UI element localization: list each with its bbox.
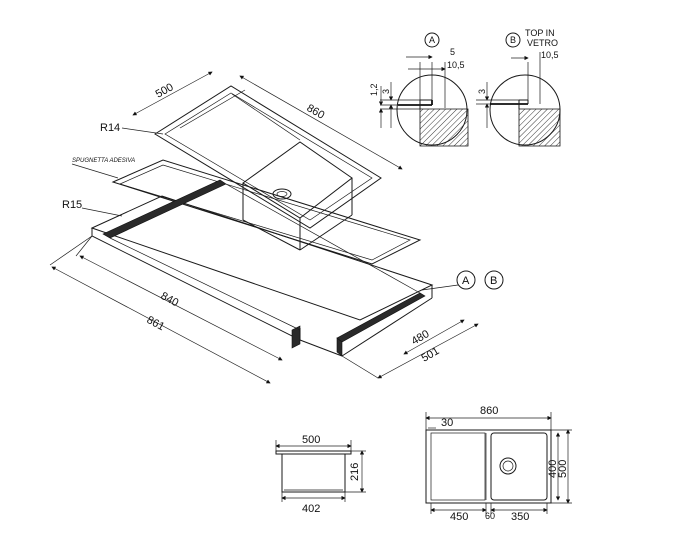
adhesive-label: SPUGNETTA ADESIVA [72, 158, 135, 164]
sink-top-plate [154, 85, 382, 229]
detail-a-dim-1-2: 1,2 [369, 83, 379, 96]
iso-sink-view: 500 860 R14 SPUGNETTA ADESIVA R15 840 86… [49, 71, 504, 384]
plan-dim-400: 400 [547, 460, 559, 478]
detail-a-dim-3: 3 [381, 89, 391, 94]
plan-dim-450: 450 [450, 511, 468, 523]
dim-top-width: 500 [154, 81, 176, 100]
plan-view: 860 30 400 500 450 60 350 [425, 405, 572, 523]
detail-b-dim-3: 3 [477, 89, 487, 94]
sink-bowl [242, 141, 353, 219]
front-sink-top [275, 450, 352, 455]
plan-outline [425, 429, 552, 504]
plan-dim-350: 350 [511, 511, 529, 523]
front-view: 500 216 402 [275, 434, 366, 515]
detail-b-label: B [510, 35, 516, 45]
callout-a: A [462, 275, 470, 287]
dim-cutout-depth: 480 [410, 328, 432, 348]
front-dim-width: 500 [302, 434, 320, 446]
worktop-cutout [90, 195, 434, 321]
radius-cutout-label: R15 [62, 199, 82, 211]
front-dim-depth: 216 [349, 463, 361, 481]
dim-counter-length: 861 [145, 314, 167, 333]
callout-b: B [490, 275, 497, 287]
plan-bowl [490, 432, 548, 501]
detail-a-dim-10-5: 10,5 [447, 60, 465, 70]
radius-sink-label: R14 [100, 122, 120, 134]
detail-b-title-1: TOP IN [525, 28, 555, 38]
detail-b: B TOP IN VETRO 10,5 3 [476, 28, 561, 147]
front-dim-bottom: 402 [302, 503, 320, 515]
callout-b-circle [484, 270, 504, 290]
plan-drain [499, 457, 517, 475]
dim-top-length: 860 [305, 102, 327, 122]
plan-dim-500: 500 [557, 460, 569, 478]
plan-dim-60: 60 [485, 511, 495, 521]
detail-a: A 5 10,5 1,2 3 [369, 32, 469, 147]
plan-dim-30: 30 [441, 417, 453, 429]
detail-a-label: A [429, 35, 435, 45]
detail-a-dim-5: 5 [450, 47, 455, 57]
dim-counter-depth: 501 [420, 345, 442, 365]
callout-a-circle [456, 270, 476, 290]
detail-b-title-2: VETRO [527, 38, 558, 48]
detail-b-dim-10-5: 10,5 [541, 50, 559, 60]
plan-dim-total: 860 [480, 405, 498, 417]
